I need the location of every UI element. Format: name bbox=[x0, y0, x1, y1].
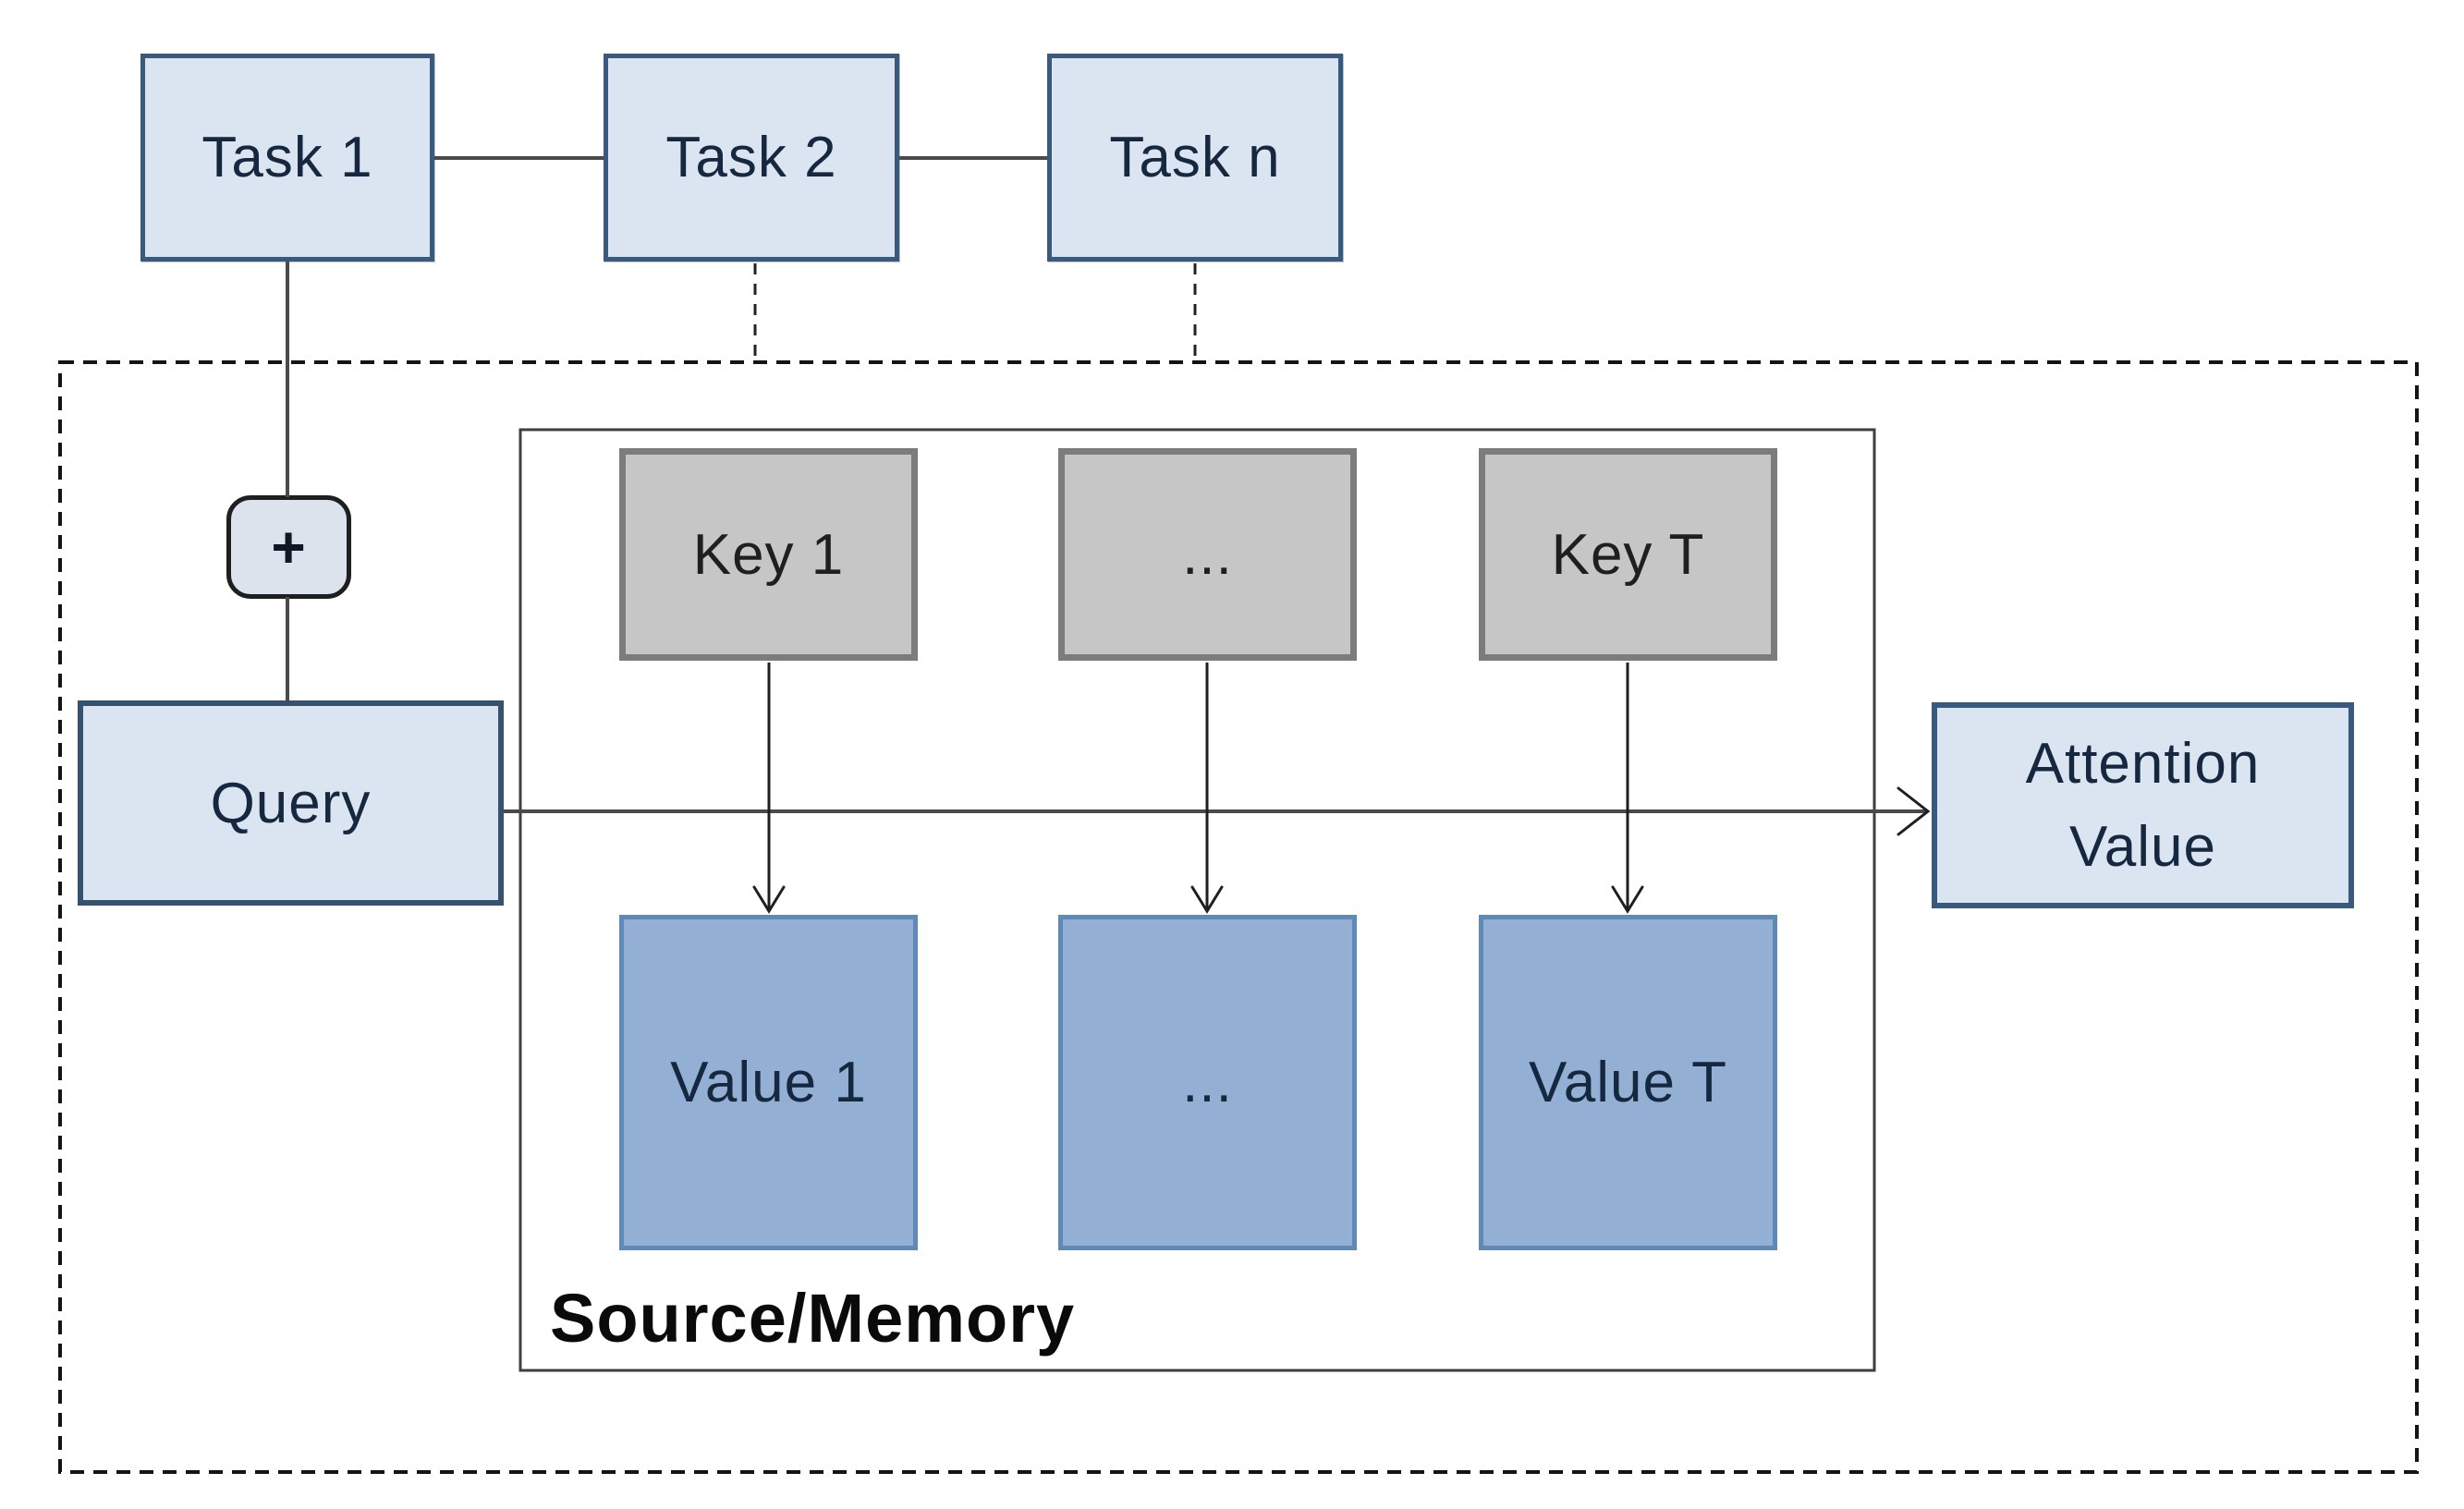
source-memory-label: Source/Memory bbox=[550, 1280, 1076, 1357]
key-ellipsis-box: ... bbox=[1058, 448, 1357, 661]
task-n-box: Task n bbox=[1047, 54, 1343, 262]
key-1-box: Key 1 bbox=[619, 448, 918, 661]
keymid-to-valuemid-arrowhead bbox=[1190, 885, 1224, 914]
plus-node: + bbox=[226, 495, 351, 599]
key-t-box: Key T bbox=[1479, 448, 1777, 661]
task-2-box: Task 2 bbox=[604, 54, 899, 262]
task-1-box: Task 1 bbox=[140, 54, 434, 262]
value-t-box: Value T bbox=[1479, 915, 1777, 1250]
value-ellipsis-box: ... bbox=[1058, 915, 1357, 1250]
query-to-attention-arrowhead bbox=[1897, 786, 1931, 836]
key1-to-value1-arrowhead bbox=[752, 885, 786, 914]
query-box: Query bbox=[78, 700, 504, 906]
attention-value-box: Attention Value bbox=[1932, 702, 2354, 908]
keyt-to-valuet-arrowhead bbox=[1611, 885, 1644, 914]
value-1-box: Value 1 bbox=[619, 915, 918, 1250]
